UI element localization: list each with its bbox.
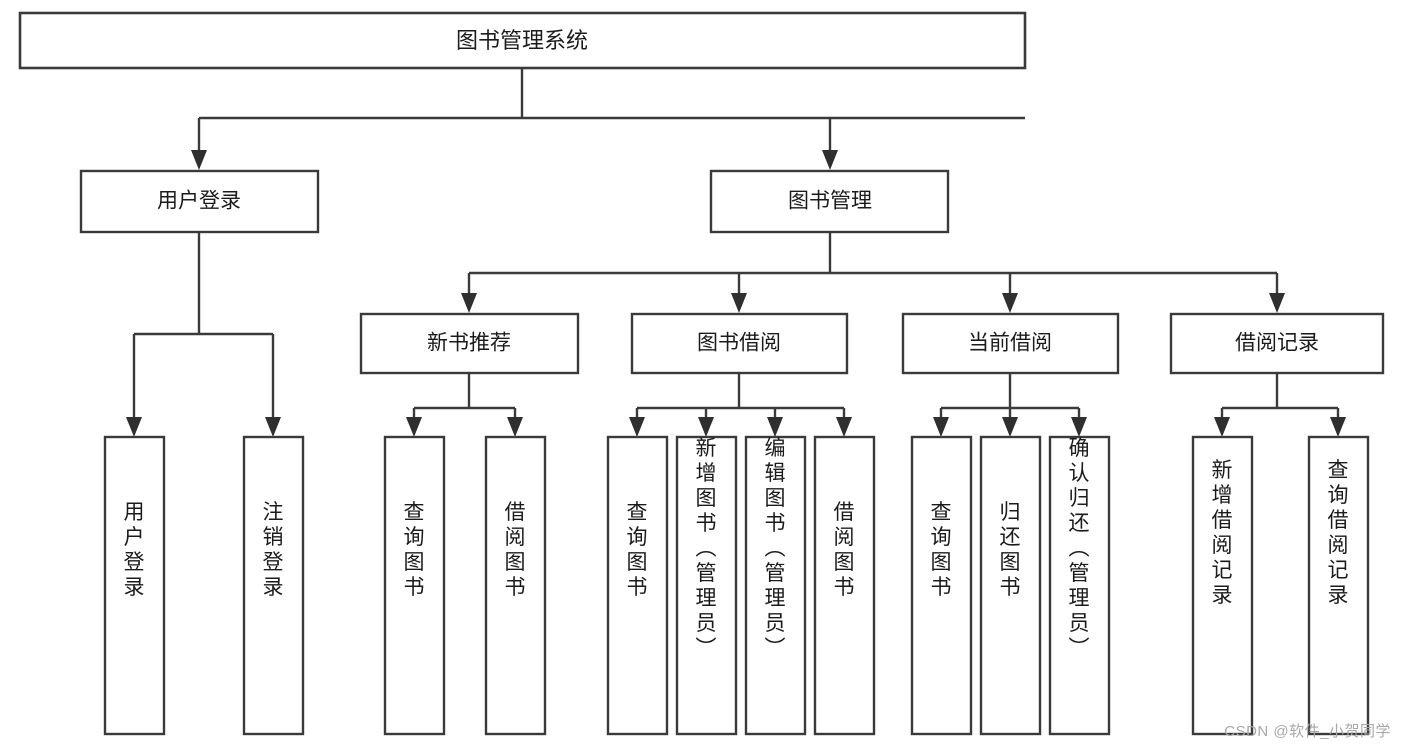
node-new-book-label: 新书推荐 (427, 332, 511, 355)
connector-book-borrow-to-leaves (629, 373, 852, 437)
leaf-bb-query-box (606, 435, 669, 736)
leaf-new-book-query-label: 查询图书 (404, 501, 425, 599)
leaf-cb-confirm-label: 确认归还︵管理员︶ (1069, 437, 1090, 660)
leaf-logout[interactable]: 注销登录 (242, 435, 305, 736)
node-book-manage-label: 图书管理 (788, 190, 872, 213)
leaf-bb-borrow-box (813, 435, 876, 736)
leaf-br-query-box (1307, 435, 1370, 736)
leaf-new-book-borrow[interactable]: 借阅图书 (484, 435, 547, 736)
arrowhead-bb-leaf-3 (767, 417, 783, 437)
node-borrow-record-box (1169, 312, 1385, 375)
leaf-br-query[interactable]: 查询借阅记录 (1307, 435, 1370, 736)
arrowhead-cb-leaf-3 (1071, 417, 1087, 437)
node-borrow-record[interactable]: 借阅记录 (1169, 312, 1385, 375)
node-book-manage[interactable]: 图书管理 (709, 169, 950, 234)
leaf-cb-return-box (979, 435, 1042, 736)
watermark: CSDN @软件_小贺同学 (1224, 723, 1391, 740)
leaf-bb-edit[interactable]: 编辑图书︵管理员︶ (744, 435, 807, 736)
connector-current-borrow-to-leaves (933, 373, 1087, 437)
arrowhead-cb-leaf-1 (933, 417, 949, 437)
node-current-borrow-label: 当前借阅 (968, 332, 1052, 355)
node-borrow-record-label: 借阅记录 (1235, 332, 1319, 355)
node-book-borrow[interactable]: 图书借阅 (630, 312, 849, 375)
arrowhead-cb-leaf-2 (1002, 417, 1018, 437)
leaf-cb-query-box (910, 435, 973, 736)
leaf-new-book-query-box (383, 435, 446, 736)
connector-book-manage-to-level3 (461, 232, 1285, 313)
leaf-user-login[interactable]: 用户登录 (103, 435, 166, 736)
arrowhead-br-leaf-2 (1330, 417, 1346, 437)
node-current-borrow-box (901, 312, 1120, 375)
leaf-bb-query-label: 查询图书 (627, 501, 648, 599)
leaf-bb-add-label: 新增图书︵管理员︶ (696, 437, 717, 660)
leaf-br-add-label: 新增借阅记录 (1212, 459, 1233, 607)
leaf-cb-confirm-box (1048, 435, 1111, 736)
leaf-logout-box (242, 435, 305, 736)
leaf-cb-return-label: 归还图书 (1000, 501, 1021, 599)
arrowhead-bb-leaf-2 (698, 417, 714, 437)
arrowhead-borrow-record (1269, 293, 1285, 313)
leaf-bb-add-box (675, 435, 738, 736)
arrowhead-bb-leaf-4 (836, 417, 852, 437)
arrowhead-user-login (191, 150, 207, 170)
node-root-box (18, 11, 1027, 70)
node-new-book-box (359, 312, 580, 375)
arrowhead-br-leaf-1 (1214, 417, 1230, 437)
arrowhead-leaf-user-login (126, 417, 142, 437)
leaf-bb-edit-box (744, 435, 807, 736)
leaf-logout-label: 注销登录 (263, 501, 284, 599)
arrowhead-leaf-logout (265, 417, 281, 437)
leaf-bb-edit-label: 编辑图书︵管理员︶ (765, 437, 786, 660)
leaf-br-add-box (1191, 435, 1254, 736)
leaf-bb-borrow-label: 借阅图书 (834, 501, 855, 599)
arrowhead-book-borrow (731, 293, 747, 313)
node-root-label: 图书管理系统 (456, 28, 588, 53)
arrowhead-current-borrow (1002, 293, 1018, 313)
leaf-bb-add[interactable]: 新增图书︵管理员︶ (675, 435, 738, 736)
leaf-bb-query[interactable]: 查询图书 (606, 435, 669, 736)
leaf-user-login-box (103, 435, 166, 736)
leaf-cb-query-label: 查询图书 (931, 501, 952, 599)
leaf-new-book-borrow-label: 借阅图书 (505, 501, 526, 599)
node-user-login-label: 用户登录 (157, 190, 241, 213)
node-book-manage-box (709, 169, 950, 234)
leaf-new-book-query[interactable]: 查询图书 (383, 435, 446, 736)
node-user-login[interactable]: 用户登录 (79, 169, 320, 234)
leaf-cb-return[interactable]: 归还图书 (979, 435, 1042, 736)
arrowhead-nb-leaf-2 (507, 417, 523, 437)
node-new-book[interactable]: 新书推荐 (359, 312, 580, 375)
connector-new-book-to-leaves (406, 373, 523, 437)
leaf-cb-query[interactable]: 查询图书 (910, 435, 973, 736)
leaf-bb-borrow[interactable]: 借阅图书 (813, 435, 876, 736)
arrowhead-bb-leaf-1 (629, 417, 645, 437)
leaf-cb-confirm[interactable]: 确认归还︵管理员︶ (1048, 435, 1111, 736)
leaf-new-book-borrow-box (484, 435, 547, 736)
arrowhead-book-manage (822, 150, 838, 170)
connector-borrow-record-to-leaves (1214, 373, 1346, 437)
connector-root-to-level2 (191, 68, 1025, 170)
node-book-borrow-box (630, 312, 849, 375)
leaf-br-add[interactable]: 新增借阅记录 (1191, 435, 1254, 736)
node-root[interactable]: 图书管理系统 (18, 11, 1027, 70)
arrowhead-nb-leaf-1 (406, 417, 422, 437)
connector-user-login-to-leaves (126, 232, 281, 437)
leaf-user-login-label: 用户登录 (124, 501, 145, 599)
leaf-br-query-label: 查询借阅记录 (1328, 459, 1349, 607)
arrowhead-new-book (461, 293, 477, 313)
node-book-borrow-label: 图书借阅 (697, 332, 781, 355)
node-current-borrow[interactable]: 当前借阅 (901, 312, 1120, 375)
